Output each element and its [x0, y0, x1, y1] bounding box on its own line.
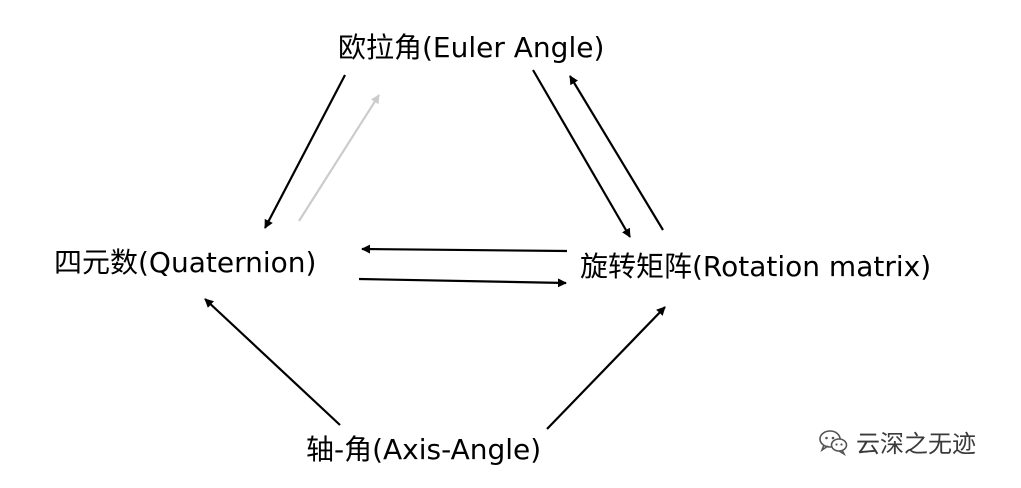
arrow-quaternion-to-euler [298, 94, 380, 222]
arrow-rotation-to-quaternion [361, 244, 568, 254]
arrow-rotation-to-euler [569, 75, 664, 231]
arrow-euler-to-quaternion [264, 74, 346, 229]
watermark: 云深之无迹 [818, 424, 976, 459]
watermark-text: 云深之无迹 [856, 430, 976, 458]
node-quaternion: 四元数(Quaternion) [54, 246, 317, 279]
arrow-axis_angle-to-quaternion [204, 298, 341, 426]
node-axis-angle: 轴-角(Axis-Angle) [306, 433, 542, 466]
arrow-euler-to-rotation [532, 69, 631, 238]
arrow-quaternion-to-rotation [358, 277, 567, 288]
node-rotation-matrix: 旋转矩阵(Rotation matrix) [580, 250, 932, 283]
arrow-axis_angle-to-rotation [546, 306, 666, 430]
node-euler-angle: 欧拉角(Euler Angle) [338, 31, 605, 64]
wechat-icon [819, 429, 848, 456]
edges-group [204, 69, 666, 430]
